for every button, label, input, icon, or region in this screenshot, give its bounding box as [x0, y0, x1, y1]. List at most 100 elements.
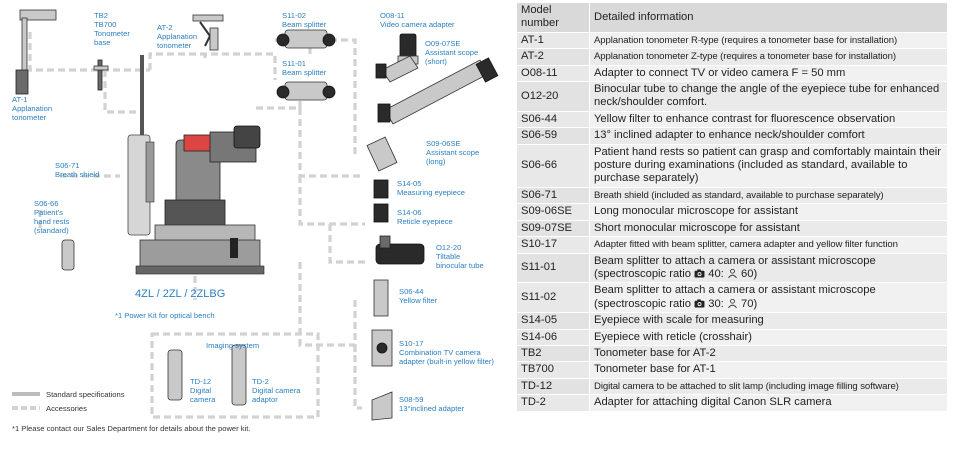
detail-cell: Patient hand rests so patient can grasp … — [589, 143, 948, 188]
model-number-cell: S14-05 — [516, 312, 590, 330]
detail-cell: Adapter fitted with beam splitter, camer… — [589, 236, 948, 254]
detail-cell: Applanation tonometer R-type (requires a… — [589, 31, 948, 50]
ratio-prefix: (spectroscopic ratio — [594, 297, 691, 310]
power-kit-label: *1 Power Kit for optical bench — [115, 311, 215, 320]
label-s0906-line: (long) — [426, 157, 446, 166]
tb-device — [93, 59, 109, 91]
ratio-suffix: ) — [753, 267, 758, 280]
label-s1405-line: Measuring eyepiece — [397, 188, 465, 197]
model-number-cell: S06-44 — [516, 110, 590, 129]
model-number-cell: TD-12 — [516, 377, 590, 396]
detail-text: Long monocular microscope for assistant — [594, 205, 798, 218]
camera-icon — [694, 269, 705, 278]
model-number-cell: O12-20 — [516, 81, 590, 112]
label-s0659-line: S08-59 — [399, 395, 424, 404]
slit-lamp-illustration — [127, 55, 265, 275]
table-row: S10-17 Adapter fitted with beam splitter,… — [516, 236, 948, 254]
detail-text: Applanation tonometer R-type (requires a… — [594, 34, 898, 46]
detail-cell: Short monocular microscope for assistant — [589, 219, 948, 238]
model-number-cell: TD-2 — [516, 394, 590, 412]
label-s0666-line: hand rests — [34, 217, 70, 226]
detail-text: Adapter to connect TV or video camera F … — [594, 66, 846, 79]
s0906-device — [366, 57, 499, 172]
detail-text: Tonometer base for AT-1 — [594, 363, 716, 376]
detail-cell: Beam splitter to attach a camera or assi… — [589, 282, 948, 314]
detail-text: Digital camera to be attached to slit la… — [594, 380, 899, 392]
table-row: TD-2 Adapter for attaching digital Canon … — [516, 394, 948, 412]
label-s1017-line: adapter (built-in yellow filter) — [399, 357, 494, 366]
detail-cell: 13° inclined adapter to enhance neck/sho… — [589, 127, 948, 145]
detail-text: 13° inclined adapter to enhance neck/sho… — [594, 129, 865, 142]
s0659-device — [371, 391, 393, 421]
detail-cell: Tonometer base for AT-1 — [589, 361, 948, 379]
s1406-device — [373, 203, 389, 223]
label-s1101-line: Beam splitter — [282, 68, 327, 77]
label-s0906-line: Assistant scope — [426, 148, 479, 157]
s1017-device — [371, 329, 393, 367]
ratio-suffix: ) — [753, 297, 758, 310]
model-number-cell: S11-02 — [516, 282, 590, 314]
model-name-label: 4ZL / 2ZL / 2ZLBG — [135, 288, 225, 300]
model-number-cell: S10-17 — [516, 236, 590, 254]
detail-text: Eyepiece with reticle (crosshair) — [594, 330, 752, 343]
label-s0671-line: S06-71 — [55, 161, 80, 170]
detail-cell: Applanation tonometer Z-type (requires a… — [589, 48, 948, 66]
label-o1220-line: O12-20 — [436, 243, 461, 252]
td2-device — [231, 344, 247, 406]
label-td2-line: Digital camera — [252, 386, 301, 395]
detail-text: Adapter for attaching digital Canon SLR … — [594, 396, 832, 409]
detail-text: Binocular tube to change the angle of th… — [594, 83, 940, 109]
detail-cell: Yellow filter to enhance contrast for fl… — [589, 110, 948, 129]
detail-text: Beam splitter to attach a camera or assi… — [594, 254, 876, 267]
label-s1017-line: S10-17 — [399, 339, 424, 348]
detail-text: Beam splitter to attach a camera or assi… — [594, 284, 876, 297]
s1102-device — [276, 29, 336, 49]
legend — [12, 392, 40, 410]
detail-text: Eyepiece with scale for measuring — [594, 314, 764, 327]
label-s0659-line: 13°inclined adapter — [399, 404, 465, 413]
o1220-device — [375, 235, 425, 265]
col-header-detailed-information: Detailed information — [589, 2, 948, 33]
label-s1406-line: S14-06 — [397, 208, 422, 217]
detail-text: Tonometer base for AT-2 — [594, 346, 716, 359]
model-number-cell: AT-1 — [516, 31, 590, 50]
label-s1406-line: Reticle eyepiece — [397, 217, 453, 226]
label-s0906-line: S09-06SE — [426, 139, 461, 148]
model-number-cell: O08-11 — [516, 64, 590, 83]
ratio-separator: : — [720, 297, 724, 310]
detail-text: Patient hand rests so patient can grasp … — [594, 145, 942, 185]
detail-text: Adapter fitted with beam splitter, camer… — [594, 239, 898, 251]
table-header-row: Model number Detailed information — [516, 2, 948, 33]
at2-device — [192, 14, 224, 51]
label-o0907-line: O09-07SE — [425, 39, 460, 48]
label-at1-line: AT-1 — [12, 95, 27, 104]
detail-cell: Beam splitter to attach a camera or assi… — [589, 252, 948, 284]
label-at1-line: tonometer — [12, 113, 47, 122]
label-s0666-line: (standard) — [34, 226, 69, 235]
label-at2-line: tonometer — [157, 41, 192, 50]
label-o1220-line: Tiltable — [436, 252, 460, 261]
model-number-cell: S11-01 — [516, 252, 590, 284]
o0907-device — [375, 55, 419, 83]
s1405-device — [373, 179, 389, 199]
label-s0666-line: S06-66 — [34, 199, 59, 208]
label-td12-line: camera — [190, 395, 216, 404]
label-td2-line: adaptor — [252, 395, 278, 404]
spectroscopic-ratio: (spectroscopic ratio 40: 60) — [594, 268, 943, 281]
